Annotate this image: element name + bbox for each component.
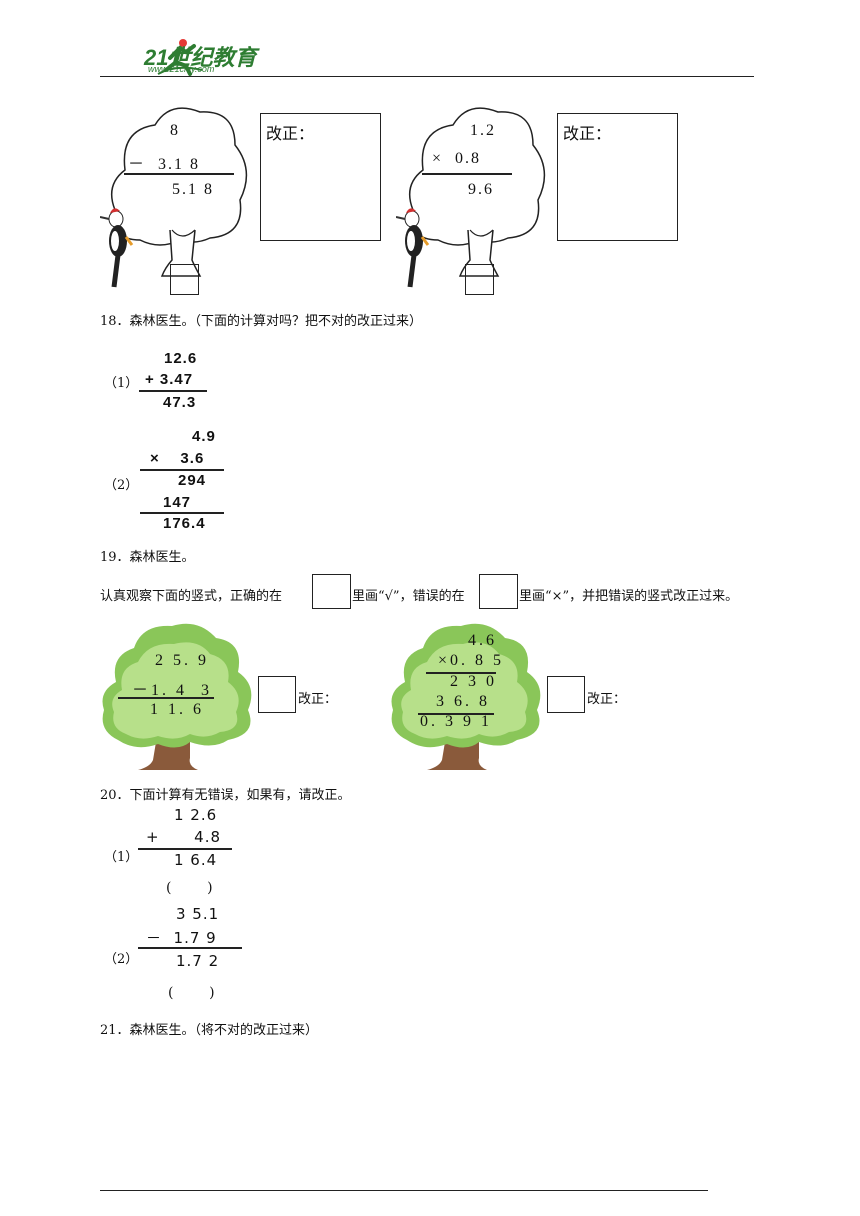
header-divider [100, 76, 754, 77]
calc-line-2: + 4.8 [146, 828, 222, 846]
correction-label: 改正： [587, 692, 627, 707]
answer-parentheses[interactable]: ( ) [166, 880, 213, 896]
answer-box[interactable] [465, 264, 494, 295]
part-label: （1） [104, 376, 139, 391]
calc-result: 9.6 [468, 181, 494, 198]
footer-divider [100, 1190, 708, 1191]
calc-line-1: 1 2.6 [174, 806, 218, 824]
answer-box[interactable] [479, 574, 518, 609]
green-tree-left [102, 623, 252, 770]
question-19-title: 19．森林医生。 [100, 550, 195, 565]
calc-rule [138, 848, 232, 850]
answer-parentheses[interactable]: ( ) [168, 985, 215, 1001]
calc-result: 1 1. 6 [150, 701, 204, 718]
calc-rule [426, 672, 496, 674]
correction-label: 改正： [298, 692, 338, 707]
calc-line-2: × 0.8 [432, 150, 482, 167]
calc-line-1: 12.6 [164, 350, 198, 367]
part-label: （2） [104, 952, 139, 967]
partial-product-1: 294 [178, 472, 207, 489]
woodpecker-icon [396, 208, 430, 288]
answer-box[interactable] [547, 676, 585, 713]
calc-rule [139, 390, 207, 392]
calc-line-2: + 3.47 [145, 371, 194, 388]
calc-line-1: 4.9 [192, 428, 216, 445]
calc-rule [138, 947, 242, 949]
calc-rule [140, 469, 224, 471]
calc-rule [124, 173, 234, 175]
calc-line-1: 1.2 [470, 122, 496, 139]
correction-label: 改正： [266, 124, 315, 143]
correction-box[interactable]: 改正： [260, 113, 381, 241]
part-label: （2） [104, 478, 139, 493]
calc-rule [140, 512, 224, 514]
question-18-title: 18．森林医生。（下面的计算对吗？把不对的改正过来） [100, 314, 423, 329]
green-tree-right [391, 623, 541, 770]
partial-product-1: 2 3 0 [450, 673, 497, 690]
calc-rule [418, 713, 494, 715]
logo-text: 21世纪教育 [144, 45, 257, 70]
woodpecker-icon [100, 208, 134, 288]
calc-line-1: 3 5.1 [176, 905, 220, 923]
calc-line-1: 8 [170, 122, 180, 139]
calc-line-1: 2 5. 9 [155, 652, 209, 669]
correction-box[interactable]: 改正： [557, 113, 678, 241]
calc-line-2: ×0. 8 5 [438, 652, 505, 669]
calc-line-1: 4.6 [468, 632, 497, 649]
calc-result: 5.1 8 [172, 181, 214, 198]
question-21-title: 21．森林医生。（将不对的改正过来） [100, 1023, 319, 1038]
answer-box[interactable] [258, 676, 296, 713]
calc-result: 1 6.4 [174, 851, 218, 869]
calc-line-2: －1. 4 3 [132, 682, 213, 699]
calc-line-2: × 3.6 [150, 450, 205, 467]
instruction-text: 认真观察下面的竖式，正确的在 [100, 589, 283, 604]
partial-product-2: 147 [163, 494, 192, 511]
calc-result: 47.3 [163, 394, 197, 411]
part-label: （1） [104, 850, 139, 865]
calc-rule [422, 173, 512, 175]
logo-url: www.21cnjy.com [148, 64, 215, 74]
calc-result: 1.7 2 [176, 952, 220, 970]
correction-label: 改正： [563, 124, 612, 143]
calc-result: 176.4 [163, 515, 206, 532]
question-20-title: 20．下面计算有无错误，如果有，请改正。 [100, 788, 351, 803]
partial-product-2: 3 6. 8 [436, 693, 490, 710]
answer-box[interactable] [170, 264, 199, 295]
instruction-text: 里画“√”，错误的在 [352, 589, 465, 604]
answer-box[interactable] [312, 574, 351, 609]
calc-rule [118, 697, 214, 699]
logo-runner-icon [157, 39, 203, 76]
calc-result: 0. 3 9 1 [420, 713, 492, 730]
instruction-text: 里画“×”，并把错误的竖式改正过来。 [519, 589, 739, 604]
calc-line-2: － 3.1 8 [128, 156, 201, 173]
calc-line-2: － 1.7 9 [146, 929, 217, 947]
